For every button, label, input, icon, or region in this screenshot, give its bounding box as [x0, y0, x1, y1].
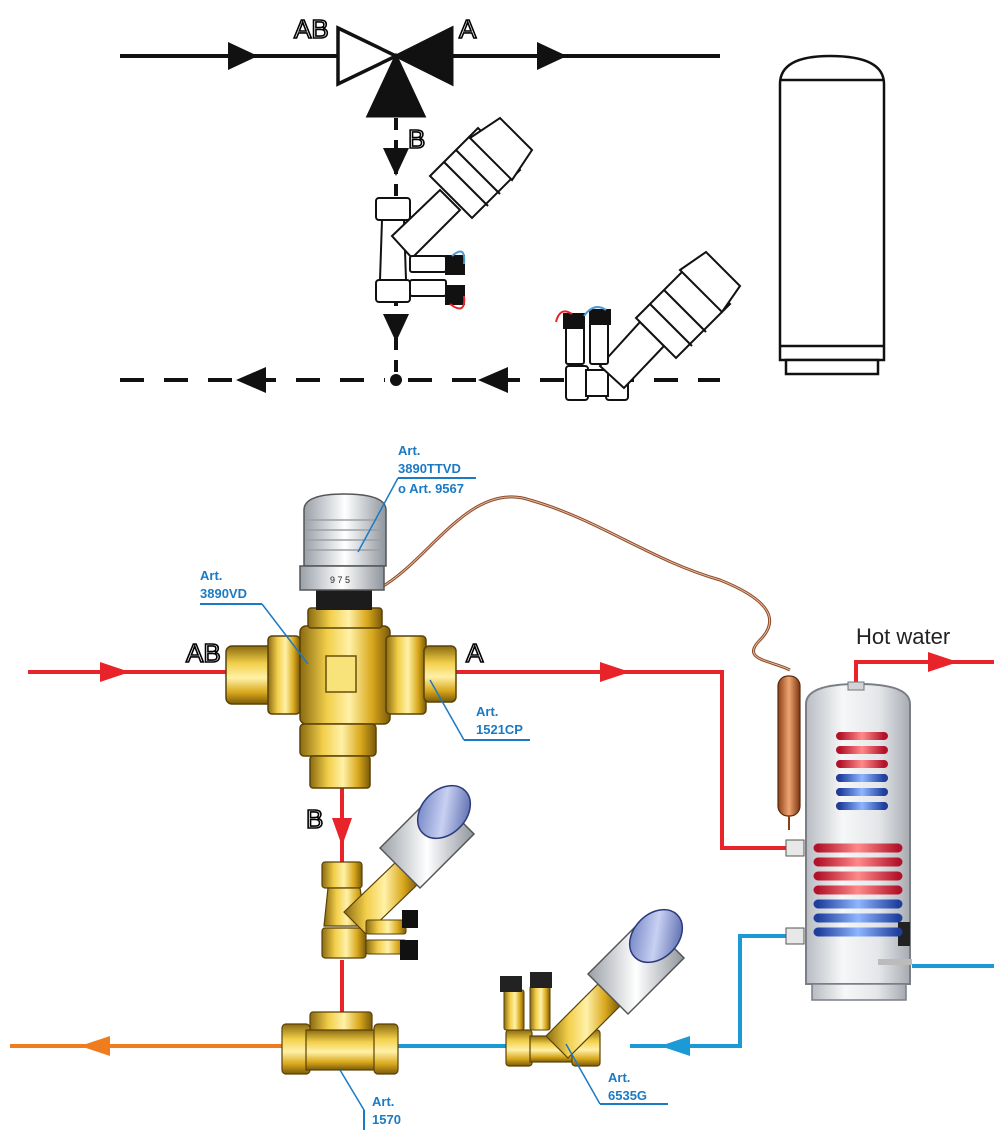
flow-arrow-icon [383, 314, 409, 342]
tee-fitting [281, 1011, 399, 1075]
flow-arrow-icon [383, 148, 409, 176]
callout-actuator: Art. 3890TTVD o Art. 9567 [357, 443, 476, 553]
callout-tee-line-1: Art. [372, 1094, 394, 1109]
three-way-valve-symbol [336, 25, 454, 118]
callout-actuator-line-3: o Art. 9567 [398, 481, 464, 496]
callout-tee: Art. 1570 [339, 1069, 401, 1130]
hot-water-outlet-pipe [854, 660, 994, 686]
three-way-mixing-valve [225, 607, 457, 789]
thermostatic-actuator: 9 7 5 [299, 493, 387, 610]
flow-arrow-icon [928, 652, 958, 672]
callout-balancing: Art. 6535G [565, 1043, 668, 1105]
callout-tee-line-2: 1570 [372, 1112, 401, 1127]
port-a-label: A [466, 638, 484, 668]
callout-fitting-line-1: Art. [476, 704, 498, 719]
hot-water-label: Hot water [856, 624, 950, 649]
flow-arrow-icon [228, 42, 258, 70]
callout-fitting-line-2: 1521CP [476, 722, 523, 737]
flow-arrow-icon [478, 367, 508, 393]
callout-balancing-line-1: Art. [608, 1070, 630, 1085]
lower-heating-coil [813, 843, 903, 937]
bypass-balancing-valve [321, 784, 476, 960]
callout-actuator-line-2: 3890TTVD [398, 461, 461, 476]
junction-node [390, 374, 402, 386]
hot-supply-pipe-to-tank [456, 670, 786, 850]
callout-valve-line-1: Art. [200, 568, 222, 583]
schematic-port-b-label: B [408, 124, 425, 154]
flow-arrow-icon [332, 818, 352, 846]
flow-arrow-icon [537, 42, 567, 70]
callout-balancing-line-2: 6535G [608, 1088, 647, 1103]
schematic-port-ab-label: AB [294, 14, 329, 44]
flow-arrow-icon [660, 1036, 690, 1056]
schematic-diagram: AB A B [120, 13, 886, 401]
return-balancing-valve-outline [555, 250, 742, 401]
schematic-port-a-label: A [459, 14, 477, 44]
storage-tank-outline [778, 54, 886, 376]
hot-water-storage-tank [785, 681, 912, 1001]
flow-arrow-icon [236, 367, 266, 393]
port-ab-label: AB [186, 638, 221, 668]
flow-arrow-icon [600, 662, 630, 682]
port-b-label: B [306, 804, 323, 834]
callout-actuator-line-1: Art. [398, 443, 420, 458]
upper-heating-coil [836, 732, 888, 810]
callout-valve: Art. 3890VD [200, 568, 309, 665]
callout-valve-line-2: 3890VD [200, 586, 247, 601]
return-balancing-valve [500, 908, 686, 1067]
bypass-balancing-valve-outline [375, 116, 534, 310]
installation-diagram: 9 7 5 [10, 443, 994, 1130]
flow-arrow-icon [80, 1036, 110, 1056]
flow-arrow-icon [100, 662, 130, 682]
svg-text:9 7 5: 9 7 5 [330, 575, 350, 585]
callout-fitting: Art. 1521CP [429, 679, 530, 741]
temperature-sensor-bulb [777, 675, 801, 830]
